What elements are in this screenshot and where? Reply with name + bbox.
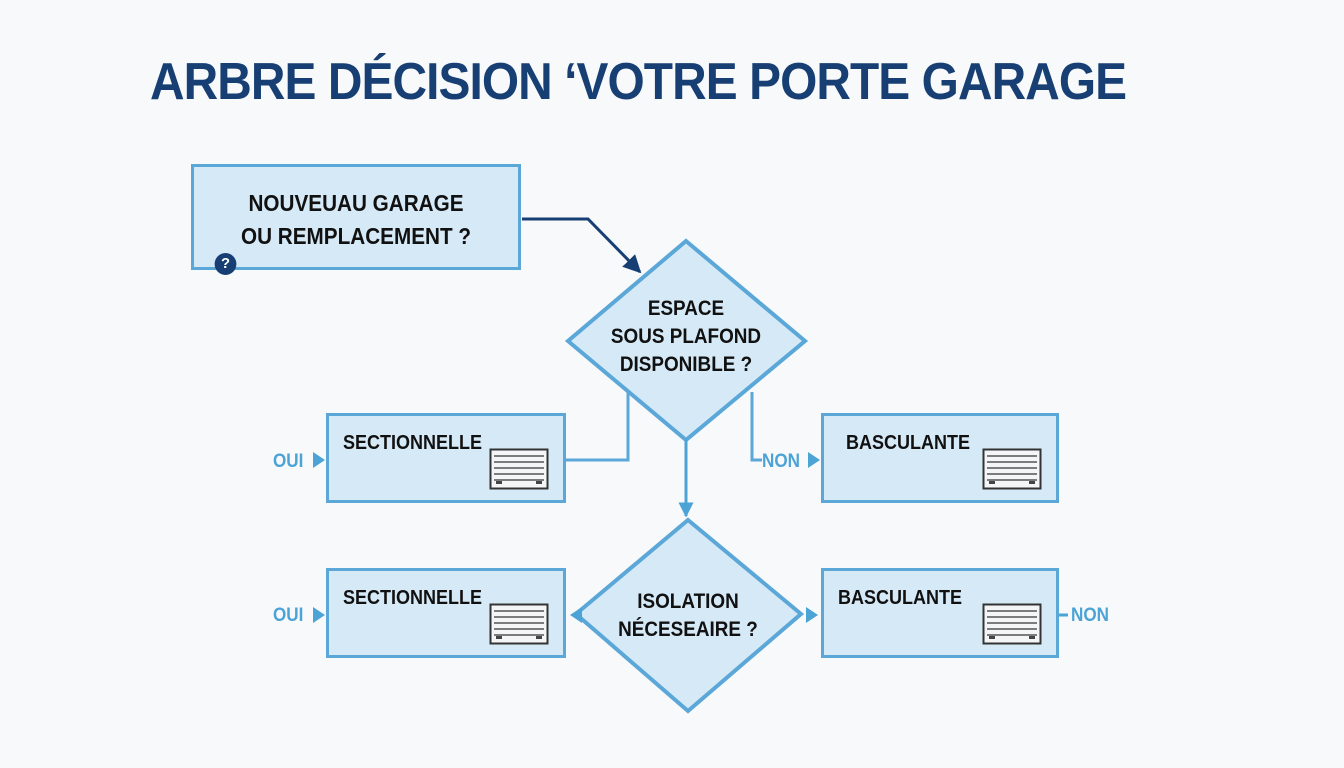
arrow-decision2-to-sectionnelle bbox=[570, 607, 582, 623]
decision2-line1: ISOLATION bbox=[637, 590, 739, 613]
garage-door-icon bbox=[489, 603, 549, 645]
row1-basculante-label: BASCULANTE bbox=[846, 432, 971, 454]
arrow-decision2-to-basculante bbox=[806, 607, 818, 623]
decision2-text: ISOLATION NÉCESEAIRE ? bbox=[598, 588, 778, 644]
start-question-box: NOUVEUAU GARAGE OU REMPLACEMENT ?? bbox=[191, 164, 521, 275]
row2-non-label: NON bbox=[1071, 605, 1110, 626]
connector-decision1-to-basculante bbox=[750, 392, 762, 462]
decision-diamond-insulation bbox=[572, 517, 805, 714]
decision2-line2: NÉCESEAIRE ? bbox=[618, 618, 758, 641]
garage-door-icon bbox=[982, 603, 1042, 645]
row1-non-label: NON bbox=[762, 451, 801, 472]
arrow-oui-to-sectionnelle-2 bbox=[313, 607, 325, 623]
arrow-start-to-decision bbox=[522, 217, 642, 274]
row2-sectionnelle-box: SECTIONNELLE bbox=[326, 568, 566, 658]
question-circle-icon: ? bbox=[214, 253, 237, 275]
decision1-text: ESPACE SOUS PLAFOND DISPONIBLE ? bbox=[596, 295, 776, 379]
row1-oui-label: OUI bbox=[273, 451, 304, 472]
decision1-line2: SOUS PLAFOND bbox=[610, 325, 762, 348]
row2-oui-label: OUI bbox=[273, 605, 304, 626]
garage-door-icon bbox=[982, 448, 1042, 490]
decision1-line1: ESPACE bbox=[647, 297, 725, 320]
row1-sectionnelle-box: SECTIONNELLE bbox=[326, 413, 566, 503]
start-question-line2: OU REMPLACEMENT ? bbox=[240, 223, 472, 249]
row2-basculante-label: BASCULANTE bbox=[838, 587, 963, 609]
row2-basculante-box: BASCULANTE bbox=[821, 568, 1059, 658]
garage-door-icon bbox=[489, 448, 549, 490]
connector-decision1-to-sectionnelle bbox=[566, 392, 630, 462]
start-question-line1: NOUVEUAU GARAGE bbox=[248, 190, 464, 216]
decision1-line3: DISPONIBLE ? bbox=[619, 353, 753, 376]
row1-sectionnelle-label: SECTIONNELLE bbox=[343, 432, 483, 454]
page-title: ARBRE DÉCISION ‘VOTRE PORTE GARAGE bbox=[150, 53, 1127, 111]
arrow-oui-to-sectionnelle-1 bbox=[313, 452, 325, 468]
arrow-non-to-basculante-1 bbox=[808, 452, 820, 468]
row2-sectionnelle-label: SECTIONNELLE bbox=[343, 587, 483, 609]
row1-basculante-box: BASCULANTE bbox=[821, 413, 1059, 503]
